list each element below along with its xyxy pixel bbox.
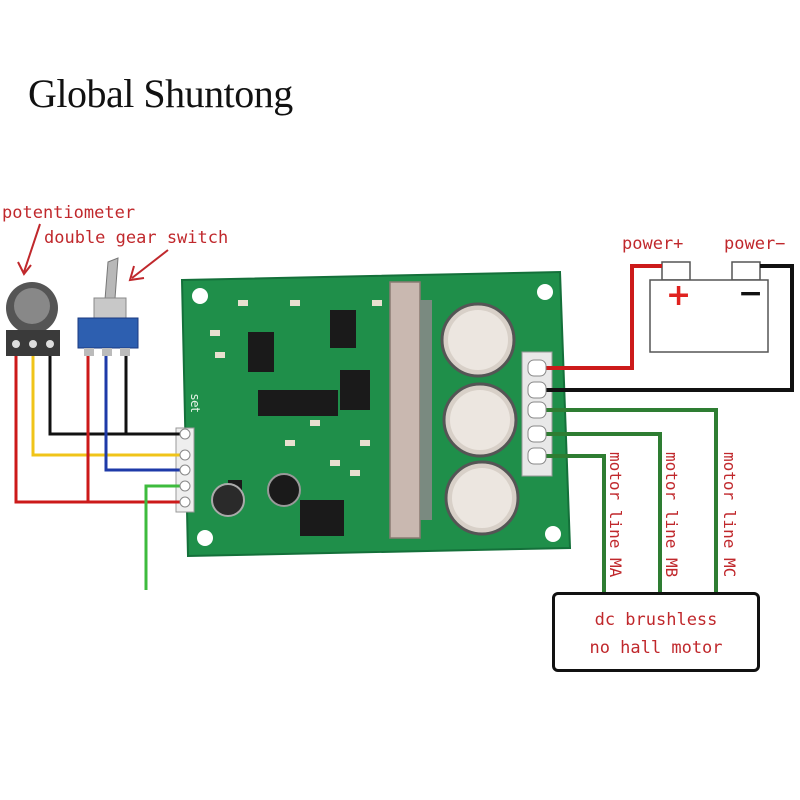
motor-box <box>552 592 760 672</box>
battery-minus-sign: − <box>738 276 764 311</box>
wire-pot-red <box>14 356 186 504</box>
wire-mc <box>540 408 718 594</box>
wire-pot-yellow <box>31 356 186 457</box>
brand-title: Global Shuntong <box>28 71 293 116</box>
potentiometer-arrow <box>17 223 41 276</box>
capacitor-3 <box>444 460 520 536</box>
wire-green-signal <box>144 484 186 590</box>
board-set-label: set <box>188 393 203 413</box>
power-minus-label: power− <box>724 234 786 254</box>
potentiometer-label: potentiometer <box>2 203 136 223</box>
motor-text: dc brushless no hall motor <box>552 606 760 662</box>
switch-label: double gear switch <box>44 228 229 248</box>
toggle-switch <box>77 257 139 356</box>
power-plus-label: power+ <box>622 234 684 254</box>
motor-line-ma-label: motor line MA <box>606 452 625 578</box>
capacitor-2 <box>442 382 518 458</box>
wire-mb <box>540 432 662 594</box>
battery-plus-sign: + <box>666 278 692 313</box>
wire-power-red <box>540 264 662 370</box>
battery <box>649 261 769 353</box>
controller-board <box>175 270 572 558</box>
wire-power-black <box>540 264 794 392</box>
motor-label-line2: no hall motor <box>589 638 723 658</box>
capacitor-1 <box>440 302 516 378</box>
potentiometer <box>6 282 60 356</box>
motor-label-line1: dc brushless <box>594 610 718 630</box>
motor-line-mb-label: motor line MB <box>662 452 681 578</box>
wire-switch-blue <box>104 356 186 472</box>
switch-arrow <box>128 249 169 282</box>
wire-pot-black <box>48 356 186 436</box>
wire-ma <box>540 454 606 594</box>
motor-line-mc-label: motor line MC <box>720 452 739 578</box>
